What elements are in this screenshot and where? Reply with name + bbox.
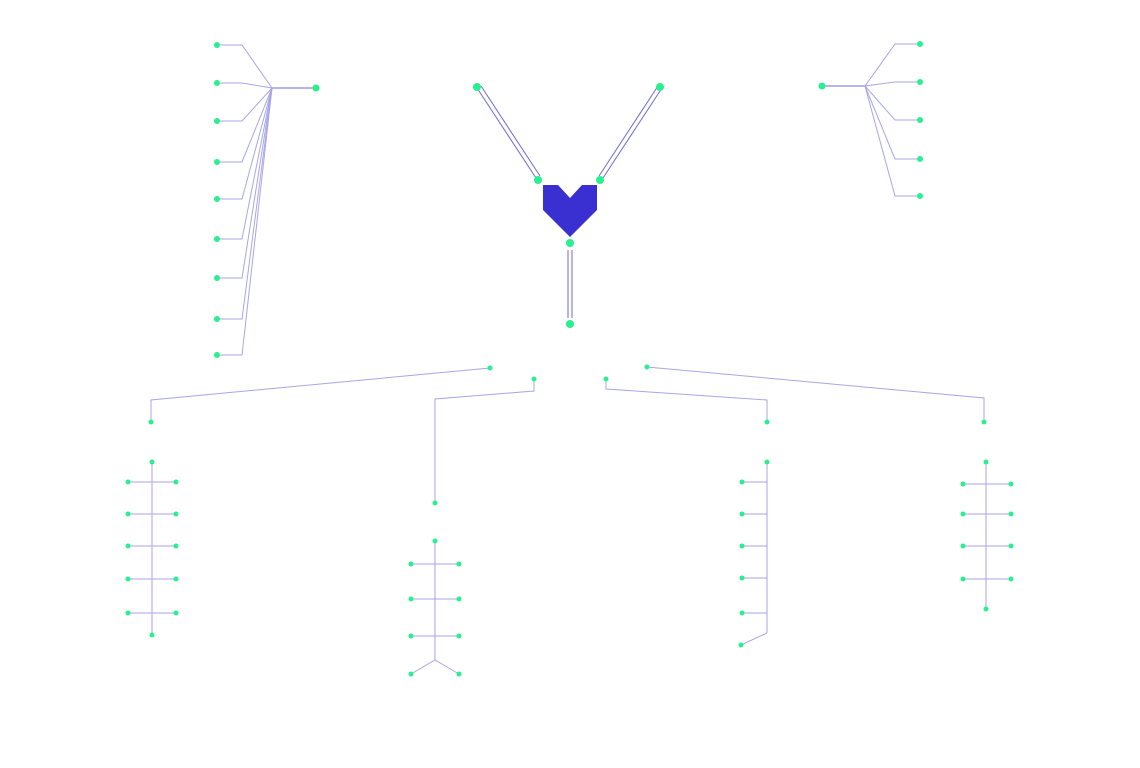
tree-node xyxy=(432,538,438,544)
tree-node xyxy=(125,610,131,616)
branch-end-node xyxy=(148,419,154,425)
fan-tl-leaf-node xyxy=(214,159,220,165)
branch-end-node xyxy=(764,419,770,425)
tree-node xyxy=(764,459,770,465)
tree-node xyxy=(408,671,414,677)
tree-node xyxy=(739,511,745,517)
link-top-left xyxy=(476,85,541,179)
fan-tr-leaf-node xyxy=(917,79,923,85)
fan-tl-leaf-node xyxy=(214,42,220,48)
branch-connectors xyxy=(148,364,987,506)
tree-node xyxy=(408,561,414,567)
fan-tl-leaf-node xyxy=(214,80,220,86)
tree-node xyxy=(983,459,989,465)
fan-top-right xyxy=(818,41,923,199)
tree-node xyxy=(1008,511,1014,517)
tree-node xyxy=(149,459,155,465)
hub-node-far-left xyxy=(473,83,481,91)
fan-tl-leaf-node xyxy=(214,275,220,281)
branch-end-node xyxy=(981,419,987,425)
fan-tl-root-node xyxy=(312,84,320,92)
link-bottom xyxy=(567,250,573,318)
branch-node xyxy=(644,364,650,370)
tree-node xyxy=(1008,576,1014,582)
branch-node xyxy=(531,376,537,382)
tree-node xyxy=(739,479,745,485)
tree-node xyxy=(739,543,745,549)
tree-node xyxy=(173,543,179,549)
tree-node xyxy=(125,543,131,549)
tree-center-left xyxy=(408,538,462,677)
tree-node xyxy=(149,632,155,638)
fan-tr-leaf-node xyxy=(917,156,923,162)
fan-tl-leaf-node xyxy=(214,316,220,322)
tree-node xyxy=(456,561,462,567)
fan-tl-leaf-node xyxy=(214,118,220,124)
tree-center-right xyxy=(738,459,770,648)
hub-node-bottom xyxy=(566,239,574,247)
hub-node-base xyxy=(566,320,574,328)
tree-node xyxy=(125,479,131,485)
hub-node-left xyxy=(534,176,542,184)
fan-tr-leaf-node xyxy=(917,117,923,123)
center-hub xyxy=(473,83,664,328)
fan-tr-leaf-node xyxy=(917,41,923,47)
tree-node xyxy=(738,642,744,648)
tree-node xyxy=(456,596,462,602)
tree-node xyxy=(960,576,966,582)
heart-icon xyxy=(543,185,597,237)
fan-tl-leaf-node xyxy=(214,236,220,242)
tree-node xyxy=(1008,543,1014,549)
tree-node xyxy=(125,511,131,517)
branch-node xyxy=(603,376,609,382)
link-top-right xyxy=(598,85,663,179)
branch-node xyxy=(487,365,493,371)
tree-node xyxy=(125,576,131,582)
tree-node xyxy=(408,633,414,639)
tree-left xyxy=(125,459,179,638)
tree-right xyxy=(960,459,1014,612)
tree-node xyxy=(173,511,179,517)
fan-tl-leaf-node xyxy=(214,196,220,202)
tree-node xyxy=(173,576,179,582)
tree-node xyxy=(739,575,745,581)
tree-node xyxy=(739,610,745,616)
branch-end-node xyxy=(432,500,438,506)
tree-node xyxy=(408,596,414,602)
tree-node xyxy=(1008,481,1014,487)
tree-node xyxy=(960,481,966,487)
tree-node xyxy=(960,511,966,517)
fan-tr-leaf-node xyxy=(917,193,923,199)
tree-node xyxy=(173,610,179,616)
fan-top-left xyxy=(214,42,320,358)
tree-node xyxy=(983,606,989,612)
fan-tl-leaf-node xyxy=(214,352,220,358)
fan-tr-root-node xyxy=(818,82,826,90)
tree-node xyxy=(456,671,462,677)
tree-node xyxy=(456,633,462,639)
tree-node xyxy=(960,543,966,549)
hub-node-far-right xyxy=(656,83,664,91)
tree-node xyxy=(173,479,179,485)
hub-node-right xyxy=(596,176,604,184)
